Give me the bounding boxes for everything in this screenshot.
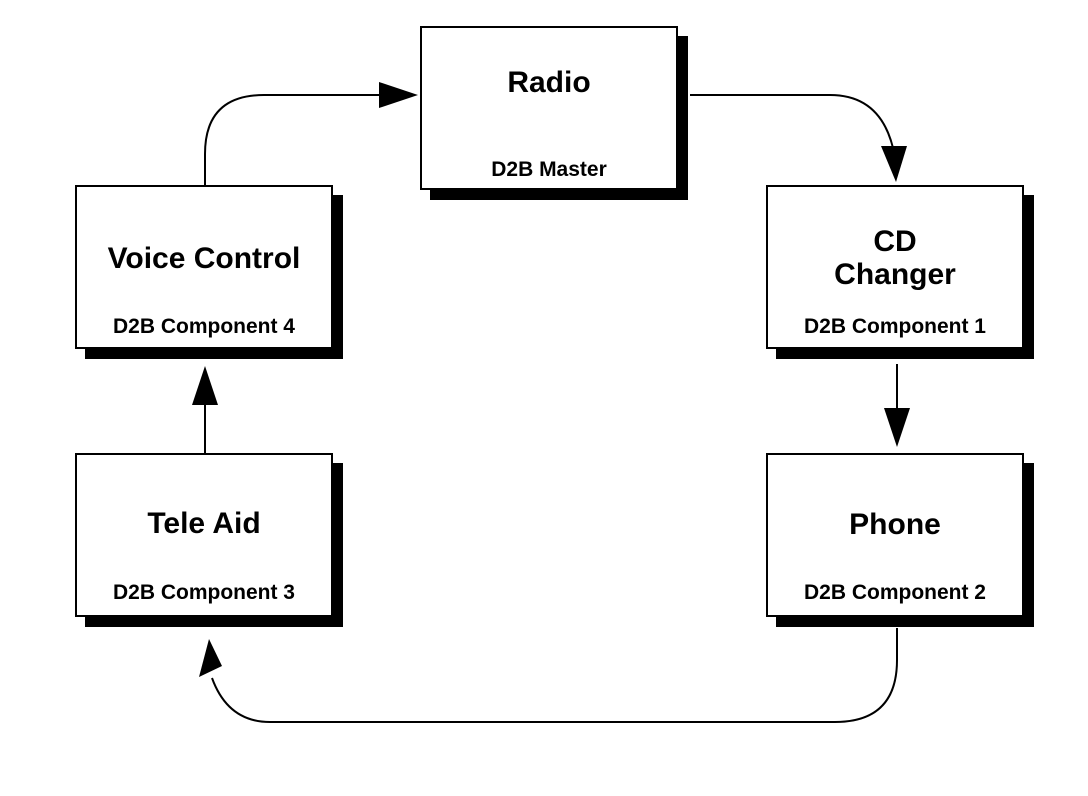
node-title: CD Changer — [834, 225, 956, 291]
node-title: Radio — [507, 66, 591, 99]
node-voice-control: Voice Control D2B Component 4 — [75, 185, 343, 359]
node-title: Tele Aid — [147, 507, 261, 540]
arrowhead-to-phone — [884, 408, 910, 447]
arrowhead-to-cd — [881, 146, 907, 182]
node-subtitle: D2B Component 3 — [112, 581, 295, 604]
node-subtitle: D2B Component 4 — [112, 315, 295, 338]
arrowhead-to-voice — [192, 366, 218, 405]
node-radio: Radio D2B Master — [420, 26, 688, 200]
link-voice-to-radio — [204, 94, 385, 186]
node-cd-changer: CD Changer D2B Component 1 — [766, 185, 1034, 359]
link-radio-to-cd — [690, 94, 894, 149]
arrowhead-to-radio — [379, 82, 418, 108]
node-tele-aid: Tele Aid D2B Component 3 — [75, 453, 343, 627]
node-title: Voice Control — [107, 242, 301, 275]
node-subtitle: D2B Master — [491, 158, 607, 181]
node-subtitle: D2B Component 2 — [803, 581, 986, 604]
node-phone: Phone D2B Component 2 — [766, 453, 1034, 627]
arrowhead-to-tele — [199, 639, 222, 677]
node-subtitle: D2B Component 1 — [803, 315, 986, 338]
node-title: Phone — [849, 508, 941, 541]
link-phone-to-tele — [211, 628, 898, 723]
